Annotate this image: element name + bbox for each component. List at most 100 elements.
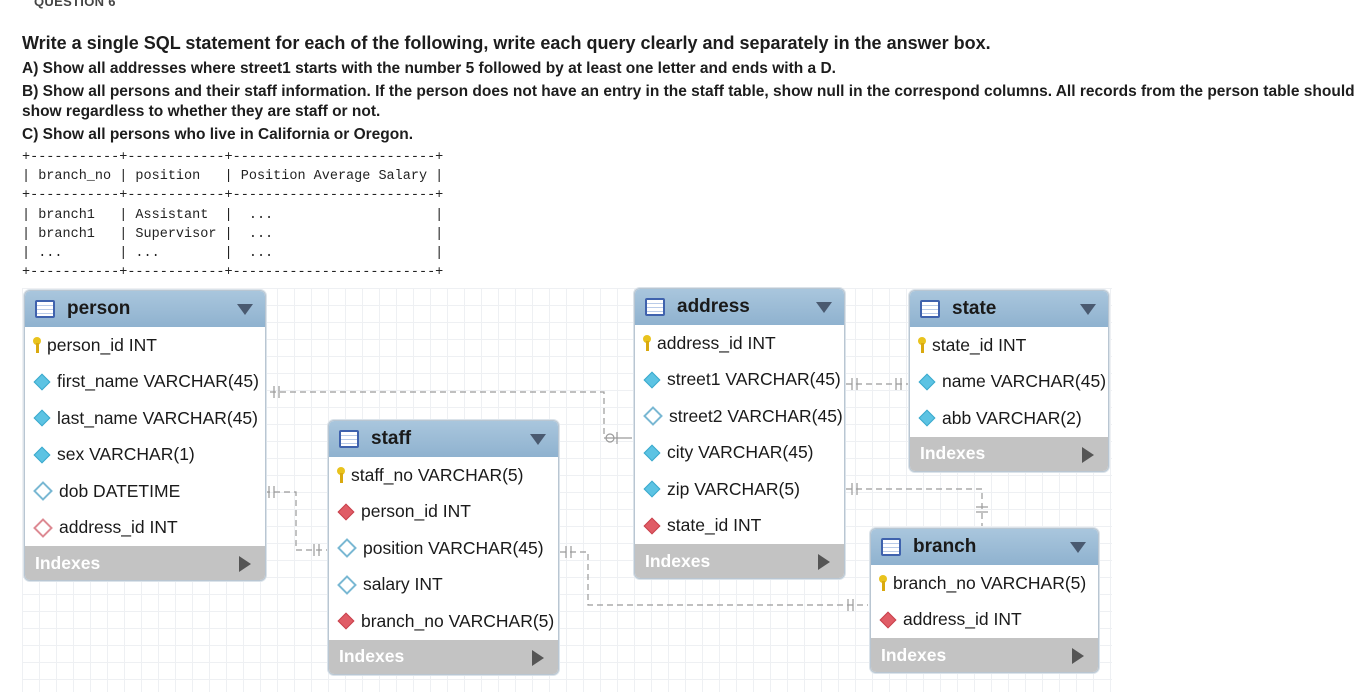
- indexes-bar[interactable]: Indexes: [910, 436, 1108, 471]
- column-label: salary INT: [363, 574, 443, 595]
- column-label: staff_no VARCHAR(5): [351, 464, 524, 485]
- column-row[interactable]: branch_no VARCHAR(5): [871, 565, 1098, 602]
- column-label: address_id INT: [657, 332, 776, 353]
- column-notnull-icon: [33, 409, 51, 427]
- table-state-header[interactable]: state: [910, 291, 1108, 327]
- column-label: state_id INT: [932, 334, 1027, 355]
- column-row[interactable]: state_id INT: [635, 508, 844, 545]
- primary-key-icon: [918, 337, 926, 354]
- column-row[interactable]: dob DATETIME: [25, 473, 265, 510]
- indexes-bar[interactable]: Indexes: [635, 544, 844, 578]
- expand-arrow-icon[interactable]: [1082, 446, 1094, 463]
- column-nullable-icon: [643, 406, 663, 427]
- table-icon: [920, 300, 940, 318]
- collapse-arrow-icon[interactable]: [1070, 542, 1086, 553]
- sample-output-table: +-----------+------------+--------------…: [22, 150, 444, 281]
- column-row[interactable]: staff_no VARCHAR(5): [329, 457, 558, 494]
- column-row[interactable]: sex VARCHAR(1): [25, 437, 265, 474]
- table-staff[interactable]: staff staff_no VARCHAR(5) person_id INT po…: [328, 420, 559, 675]
- column-notnull-icon: [643, 480, 661, 498]
- table-address-title: address: [677, 296, 750, 317]
- collapse-arrow-icon[interactable]: [530, 434, 546, 445]
- collapse-arrow-icon[interactable]: [1080, 304, 1096, 315]
- column-row[interactable]: city VARCHAR(45): [635, 435, 844, 472]
- foreign-key-icon: [643, 517, 661, 535]
- column-row[interactable]: name VARCHAR(45): [910, 364, 1108, 401]
- primary-key-icon: [879, 575, 887, 592]
- collapse-arrow-icon[interactable]: [237, 304, 253, 315]
- primary-key-icon: [337, 467, 345, 484]
- expand-arrow-icon[interactable]: [1072, 648, 1084, 664]
- table-state-title: state: [952, 298, 997, 319]
- column-label: zip VARCHAR(5): [667, 478, 800, 499]
- indexes-label: Indexes: [920, 443, 986, 463]
- primary-key-icon: [33, 337, 41, 354]
- expand-arrow-icon[interactable]: [239, 556, 251, 572]
- table-state[interactable]: state state_id INT name VARCHAR(45)abb VA…: [909, 290, 1109, 472]
- question-part-a: A) Show all addresses where street1 star…: [22, 60, 836, 77]
- column-row[interactable]: street2 VARCHAR(45): [635, 398, 844, 435]
- indexes-bar[interactable]: Indexes: [25, 546, 265, 580]
- column-row[interactable]: first_name VARCHAR(45): [25, 364, 265, 401]
- column-row[interactable]: address_id INT: [871, 602, 1098, 639]
- table-branch-header[interactable]: branch: [871, 529, 1098, 565]
- column-nullable-icon: [337, 574, 357, 595]
- column-label: city VARCHAR(45): [667, 442, 814, 463]
- column-row[interactable]: salary INT: [329, 567, 558, 604]
- column-label: person_id INT: [47, 334, 157, 355]
- foreign-key-icon: [337, 503, 355, 521]
- column-label: address_id INT: [903, 609, 1022, 630]
- column-row[interactable]: abb VARCHAR(2): [910, 400, 1108, 437]
- table-address-header[interactable]: address: [635, 289, 844, 325]
- table-icon: [339, 430, 359, 448]
- collapse-arrow-icon[interactable]: [816, 302, 832, 313]
- column-nullable-icon: [337, 538, 357, 559]
- column-label: street1 VARCHAR(45): [667, 369, 841, 390]
- column-row[interactable]: address_id INT: [25, 510, 265, 547]
- column-notnull-icon: [918, 409, 936, 427]
- rel-address-branch: [846, 488, 983, 526]
- column-row[interactable]: zip VARCHAR(5): [635, 471, 844, 508]
- column-row[interactable]: street1 VARCHAR(45): [635, 362, 844, 399]
- column-label: last_name VARCHAR(45): [57, 407, 258, 428]
- column-notnull-icon: [643, 371, 661, 389]
- column-row[interactable]: position VARCHAR(45): [329, 530, 558, 567]
- question-part-c: C) Show all persons who live in Californ…: [22, 126, 413, 143]
- table-person[interactable]: person person_id INT first_name VARCHAR(4…: [24, 290, 266, 581]
- table-branch[interactable]: branch branch_no VARCHAR(5) address_id IN…: [870, 528, 1099, 673]
- column-label: address_id INT: [59, 517, 178, 538]
- primary-key-icon: [643, 335, 651, 352]
- rel-person-staff: [264, 491, 336, 551]
- table-person-header[interactable]: person: [25, 291, 265, 327]
- column-row[interactable]: state_id INT: [910, 327, 1108, 364]
- indexes-label: Indexes: [881, 644, 947, 665]
- column-row[interactable]: branch_no VARCHAR(5): [329, 603, 558, 640]
- foreign-key-nullable-icon: [33, 517, 53, 538]
- column-nullable-icon: [33, 481, 53, 502]
- expand-arrow-icon[interactable]: [818, 554, 830, 570]
- indexes-bar[interactable]: Indexes: [871, 638, 1098, 672]
- table-icon: [35, 300, 55, 318]
- table-address[interactable]: address address_id INT street1 VARCHAR(45…: [634, 288, 845, 579]
- column-row[interactable]: last_name VARCHAR(45): [25, 400, 265, 437]
- table-staff-header[interactable]: staff: [329, 421, 558, 457]
- indexes-label: Indexes: [645, 550, 711, 571]
- expand-arrow-icon[interactable]: [532, 649, 544, 666]
- column-label: first_name VARCHAR(45): [57, 371, 259, 392]
- foreign-key-icon: [879, 611, 897, 629]
- indexes-bar[interactable]: Indexes: [329, 639, 558, 674]
- column-label: branch_no VARCHAR(5): [893, 572, 1087, 593]
- column-row[interactable]: person_id INT: [329, 494, 558, 531]
- column-row[interactable]: person_id INT: [25, 327, 265, 364]
- column-row[interactable]: address_id INT: [635, 325, 844, 362]
- foreign-key-icon: [337, 612, 355, 630]
- column-notnull-icon: [918, 373, 936, 391]
- column-label: state_id INT: [667, 515, 762, 536]
- question-part-b: B) Show all persons and their staff info…: [22, 83, 1355, 120]
- column-label: position VARCHAR(45): [363, 537, 544, 558]
- table-icon: [645, 298, 665, 316]
- question-title: Write a single SQL statement for each of…: [22, 33, 991, 53]
- column-label: street2 VARCHAR(45): [669, 405, 843, 426]
- column-label: person_id INT: [361, 501, 471, 522]
